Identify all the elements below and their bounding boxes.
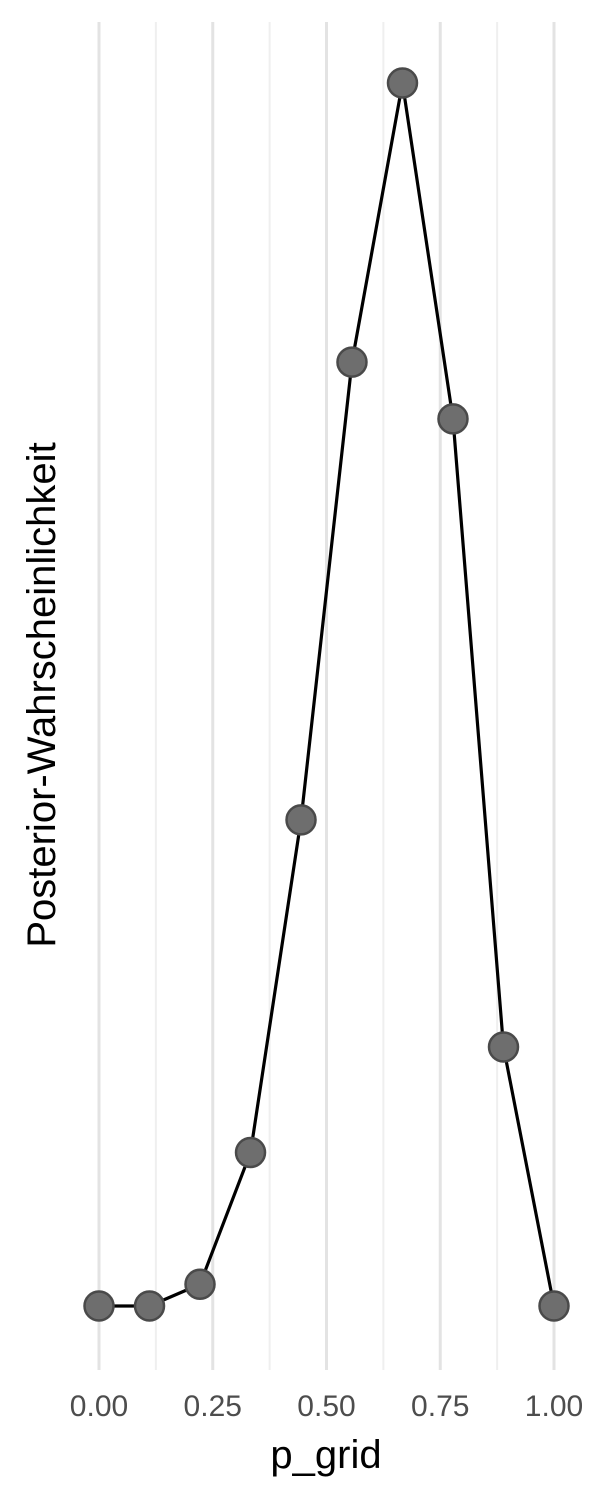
x-axis-title: p_grid xyxy=(270,1433,381,1477)
data-point xyxy=(184,1268,216,1300)
data-point xyxy=(83,1290,115,1322)
x-tick-label: 0.50 xyxy=(297,1390,355,1423)
data-point xyxy=(437,403,469,435)
series-line xyxy=(99,81,556,1308)
data-points xyxy=(83,67,570,1322)
x-tick-label: 0.25 xyxy=(184,1390,242,1423)
x-tick-label: 0.75 xyxy=(411,1390,469,1423)
grid-lines xyxy=(97,22,556,1370)
data-point xyxy=(234,1136,267,1169)
data-point xyxy=(386,67,419,99)
x-tick-labels: 0.00 0.25 0.50 0.75 1.00 xyxy=(70,1390,583,1423)
x-tick-label: 0.00 xyxy=(70,1390,128,1423)
x-tick-label: 1.00 xyxy=(525,1390,583,1423)
data-point xyxy=(133,1290,166,1322)
data-point xyxy=(285,804,317,836)
data-point xyxy=(336,346,368,378)
y-axis-title: Posterior-Wahrscheinlichkeit xyxy=(20,442,64,947)
data-point xyxy=(538,1290,570,1322)
series-line-group xyxy=(99,81,556,1308)
data-point xyxy=(487,1031,520,1063)
